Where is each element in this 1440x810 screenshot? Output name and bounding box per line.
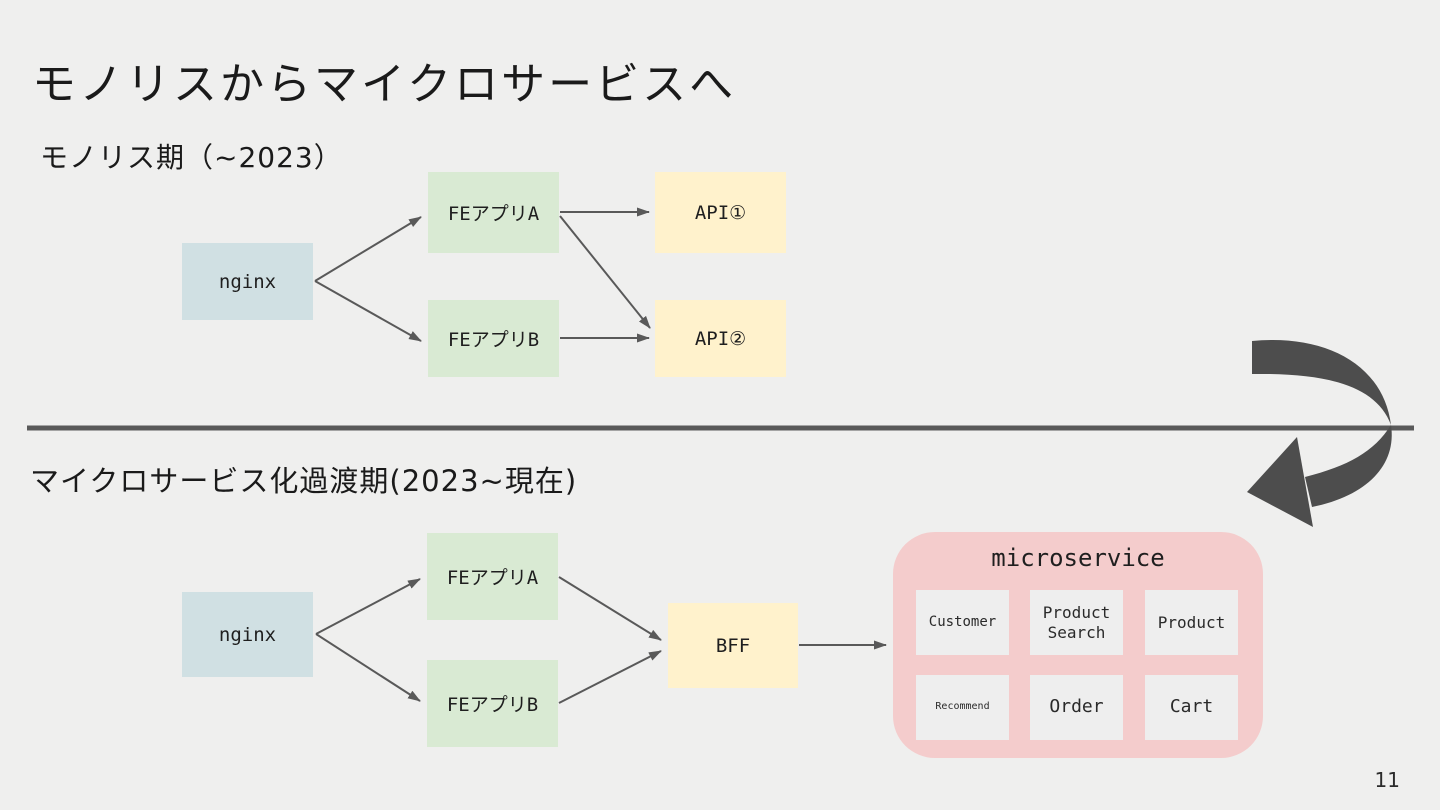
service-box-customer: Customer xyxy=(916,590,1009,655)
arrow-feB2-to-bff xyxy=(558,650,662,704)
transition-fe-app-b-label: FEアプリB xyxy=(446,694,539,716)
monolith-api-2-node: API② xyxy=(655,300,786,377)
slide-title: モノリスからマイクロサービスへ xyxy=(32,59,737,110)
arrow-feA2-to-bff xyxy=(558,576,662,641)
monolith-section-heading: モノリス期（~2023） xyxy=(40,141,343,174)
arrow-nginx-to-feA xyxy=(314,216,422,282)
service-box-product: Product xyxy=(1145,590,1238,655)
arrow-nginx-to-feB xyxy=(314,280,422,342)
monolith-api-1-node: API① xyxy=(655,172,786,253)
service-label-product-search: Product Search xyxy=(1042,602,1111,642)
service-label-product: Product xyxy=(1157,612,1226,632)
arrow-nginx2-to-feA2 xyxy=(315,578,421,635)
uturn-arrow-upper-band xyxy=(1252,339,1391,425)
service-box-order: Order xyxy=(1030,675,1123,740)
monolith-fe-app-a-label: FEアプリA xyxy=(447,203,540,225)
transition-section-heading: マイクロサービス化過渡期(2023~現在) xyxy=(30,464,578,498)
uturn-arrow-lower-band xyxy=(1305,425,1392,507)
monolith-api-2-label: API② xyxy=(694,327,747,350)
monolith-fe-app-b-node: FEアプリB xyxy=(428,300,559,377)
microservice-title: microservice xyxy=(991,544,1165,572)
monolith-nginx-label: nginx xyxy=(218,270,277,293)
service-label-customer: Customer xyxy=(928,613,997,630)
uturn-arrow-head xyxy=(1247,437,1313,527)
monolith-api-1-label: API① xyxy=(694,201,747,224)
microservice-container: microservice Customer Product Search Pro… xyxy=(893,532,1263,758)
transition-bff-label: BFF xyxy=(715,634,751,657)
transition-bff-node: BFF xyxy=(668,603,798,688)
service-label-recommend: Recommend xyxy=(935,701,990,713)
transition-fe-app-a-label: FEアプリA xyxy=(446,567,539,589)
service-label-order: Order xyxy=(1049,696,1104,718)
transition-arrows xyxy=(315,576,887,704)
transition-nginx-node: nginx xyxy=(182,592,313,677)
monolith-fe-app-a-node: FEアプリA xyxy=(428,172,559,253)
service-box-recommend: Recommend xyxy=(916,675,1009,740)
transition-nginx-label: nginx xyxy=(218,623,277,646)
monolith-nginx-node: nginx xyxy=(182,243,313,320)
arrow-nginx2-to-feB2 xyxy=(315,633,421,702)
transition-fe-app-a-node: FEアプリA xyxy=(427,533,558,620)
service-label-cart: Cart xyxy=(1169,696,1214,718)
service-box-product-search: Product Search xyxy=(1030,590,1123,655)
service-box-cart: Cart xyxy=(1145,675,1238,740)
transition-fe-app-b-node: FEアプリB xyxy=(427,660,558,747)
arrow-feA-to-api2 xyxy=(559,215,651,329)
uturn-arrow xyxy=(1247,339,1392,527)
page-number: 11 xyxy=(1374,768,1400,792)
monolith-fe-app-b-label: FEアプリB xyxy=(447,329,540,351)
